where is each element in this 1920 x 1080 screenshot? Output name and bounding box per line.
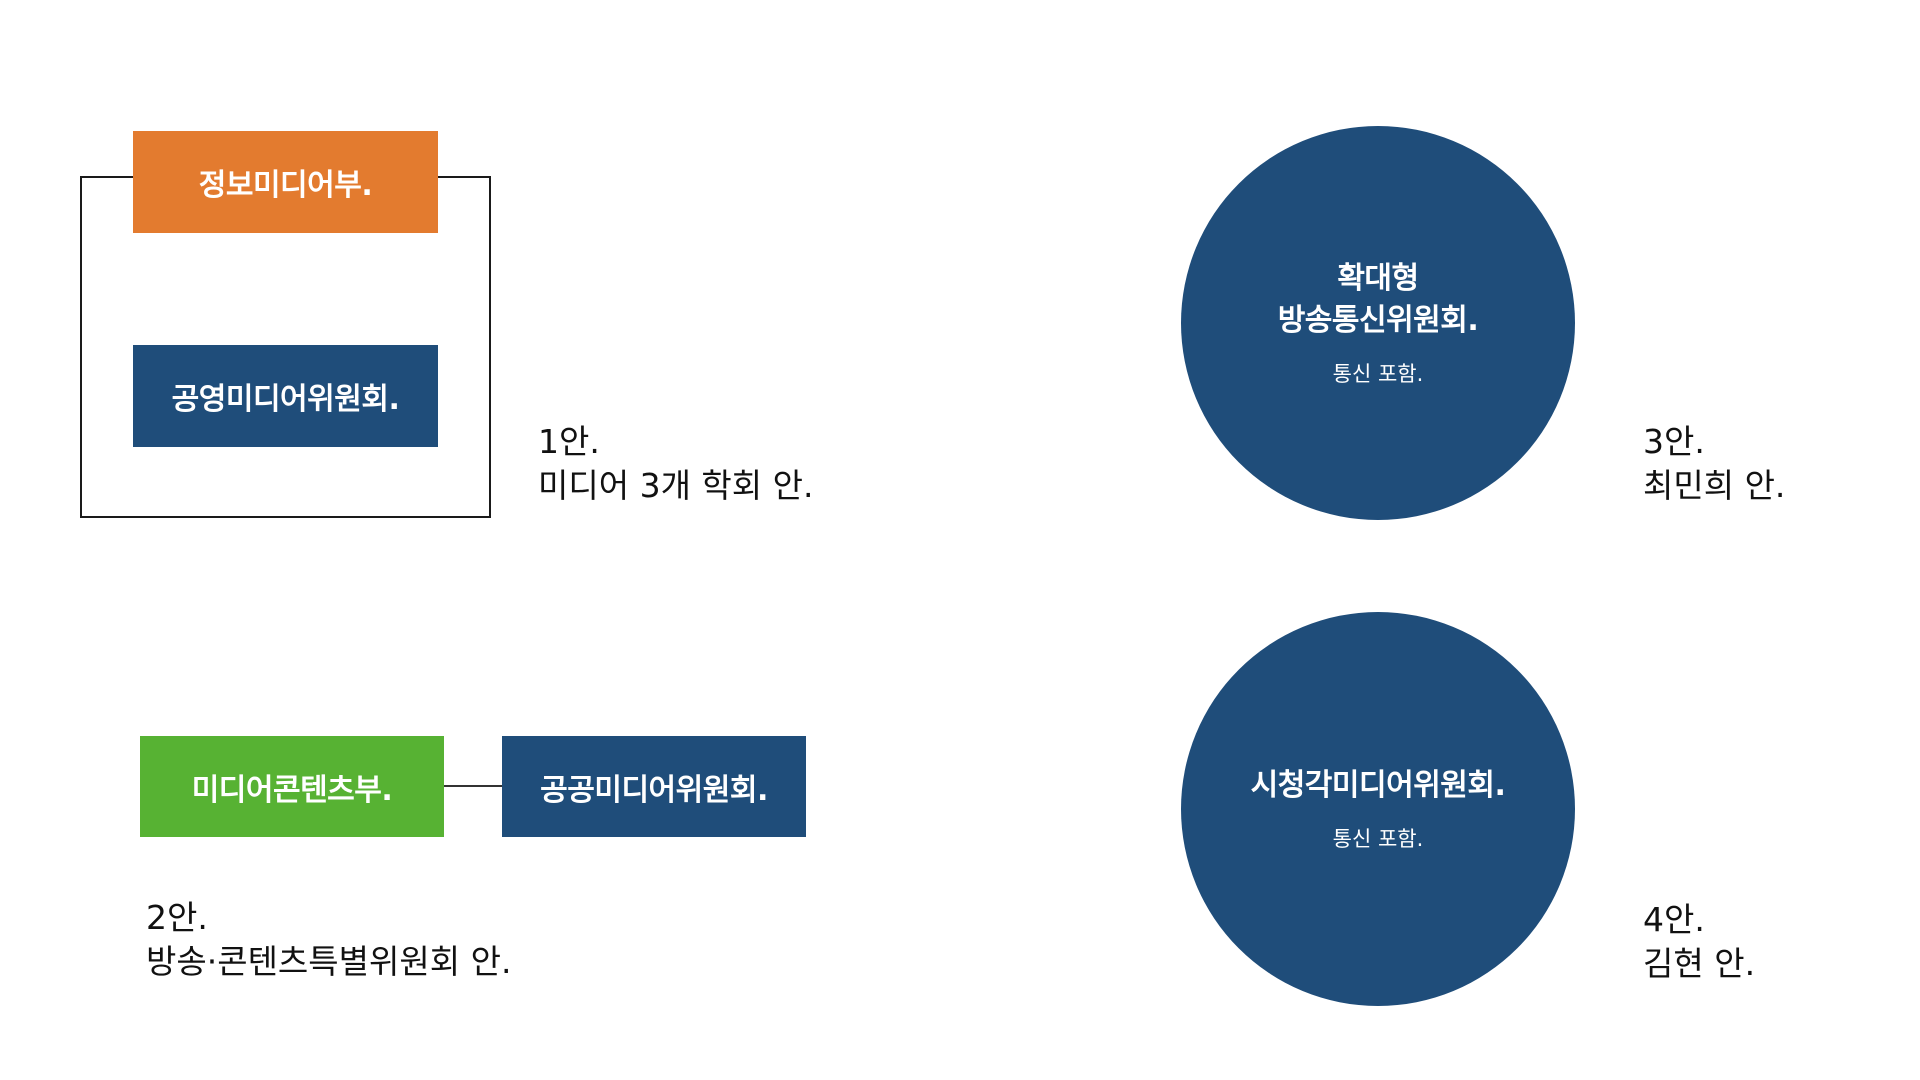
plan2-caption-source: 방송·콘텐츠특별위원회 안. <box>146 942 512 981</box>
plan4-circle-note: 통신 포함. <box>1332 827 1424 851</box>
plan3-caption-number: 3안. <box>1643 422 1705 461</box>
plan3-circle-title-line2: 방송통신위원회. <box>1277 303 1479 338</box>
plan2-connector-line <box>443 785 503 787</box>
plan1-box-ministry: 정보미디어부. <box>133 131 438 233</box>
plan4-caption: 4안. 김현 안. <box>1643 898 1755 986</box>
plan1-caption-number: 1안. <box>538 422 600 461</box>
plan4-caption-source: 김현 안. <box>1643 944 1756 983</box>
plan3-circle: 확대형 방송통신위원회. 통신 포함. <box>1181 126 1575 520</box>
plan2-box-ministry: 미디어콘텐츠부. <box>140 736 444 837</box>
plan3-circle-note: 통신 포함. <box>1332 362 1424 386</box>
plan3-circle-title: 확대형 방송통신위원회. <box>1278 258 1479 342</box>
plan2-caption: 2안. 방송·콘텐츠특별위원회 안. <box>146 896 511 984</box>
plan3-caption: 3안. 최민희 안. <box>1643 420 1785 508</box>
plan1-caption: 1안. 미디어 3개 학회 안. <box>538 420 813 508</box>
plan2-caption-number: 2안. <box>146 898 208 937</box>
plan1-box-commission: 공영미디어위원회. <box>133 345 438 447</box>
plan3-circle-title-line1: 확대형 <box>1337 261 1419 296</box>
plan4-circle-title: 시청각미디어위원회. <box>1250 768 1506 803</box>
plan2-box-commission: 공공미디어위원회. <box>502 736 806 837</box>
plan4-caption-number: 4안. <box>1643 900 1705 939</box>
plan4-circle: 시청각미디어위원회. 통신 포함. <box>1181 612 1575 1006</box>
plan1-caption-source: 미디어 3개 학회 안. <box>538 466 814 505</box>
plan3-caption-source: 최민희 안. <box>1643 466 1786 505</box>
